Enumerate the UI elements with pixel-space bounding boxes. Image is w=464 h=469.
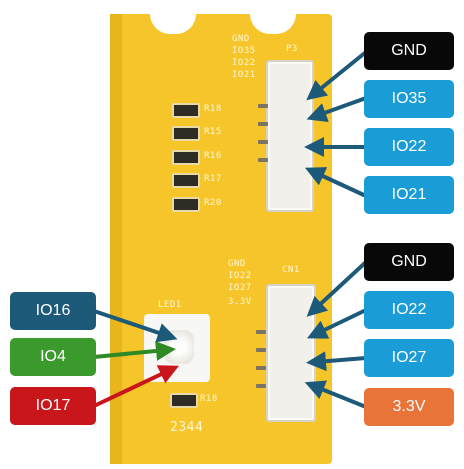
silk-resistor-label: R15 [204,127,222,137]
arrow-cn1-gnd [306,260,368,317]
p3-pin [258,158,268,162]
label-p3-io22: IO22 [364,128,454,166]
label-cn1-io22: IO22 [364,291,454,329]
silk-resistor-label: R17 [204,174,222,184]
p3-pin [258,104,268,108]
silk-p3-pin-3: IO22 [232,58,256,68]
silk-p3-pin-2: IO35 [232,46,256,56]
arrow-led-io17 [93,365,180,408]
label-text: IO22 [391,138,427,155]
board-notch-right [250,14,296,34]
p3-pin [258,122,268,126]
label-text: IO35 [391,90,427,107]
silk-p3-name: P3 [286,44,298,54]
silk-p3-pin-1: GND [232,34,250,44]
arrow-p3-gnd [306,50,368,101]
cn1-pin [256,348,266,352]
resistor [172,197,200,212]
label-text: IO21 [391,186,427,203]
silk-cn1-name: CN1 [282,265,300,275]
resistor [172,126,200,141]
resistor [170,393,198,408]
label-led-io17: IO17 [10,387,96,425]
silk-resistor-label: R16 [204,151,222,161]
label-led-io16: IO16 [10,292,96,330]
pcb-edge [110,14,122,464]
label-text: IO27 [391,349,427,366]
label-text: GND [391,42,427,59]
label-text: GND [391,253,427,270]
arrow-cn1-33v [304,380,367,409]
resistor [172,103,200,118]
resistor [172,173,200,188]
silk-led-name: LED1 [158,300,182,310]
p3-connector [266,60,314,212]
label-p3-gnd: GND [364,32,454,70]
silk-cn1-pin-2: IO22 [228,271,252,281]
label-p3-io21: IO21 [364,176,454,214]
label-text: 3.3V [392,398,426,415]
arrow-p3-io35 [306,96,367,123]
p3-pin [258,140,268,144]
arrow-led-io16 [93,309,178,343]
arrow-p3-io21 [304,167,367,198]
silk-cn1-pin-1: GND [228,259,246,269]
silk-resistor-label: R18 [204,104,222,114]
silk-bottom-text: 2344 [170,420,204,435]
label-text: IO17 [35,397,71,414]
silk-p3-pin-4: IO21 [232,70,256,80]
label-led-io4: IO4 [10,338,96,376]
arrow-cn1-io22 [306,308,367,339]
label-p3-io35: IO35 [364,80,454,118]
label-text: IO4 [40,348,66,365]
cn1-pin [256,366,266,370]
silk-r18-label: R18 [200,394,218,404]
silk-cn1-pin-4: 3.3V [228,297,252,307]
label-cn1-io27: IO27 [364,339,454,377]
arrow-led-io4 [93,341,176,361]
cn1-pin [256,384,266,388]
silk-resistor-label: R20 [204,198,222,208]
board-notch-left [150,14,196,34]
label-text: IO16 [35,302,71,319]
label-cn1-33v: 3.3V [364,388,454,426]
label-text: IO22 [391,301,427,318]
label-cn1-gnd: GND [364,243,454,281]
silk-cn1-pin-3: IO27 [228,283,252,293]
resistor [172,150,200,165]
arrow-cn1-io27 [306,351,367,372]
cn1-pin [256,330,266,334]
